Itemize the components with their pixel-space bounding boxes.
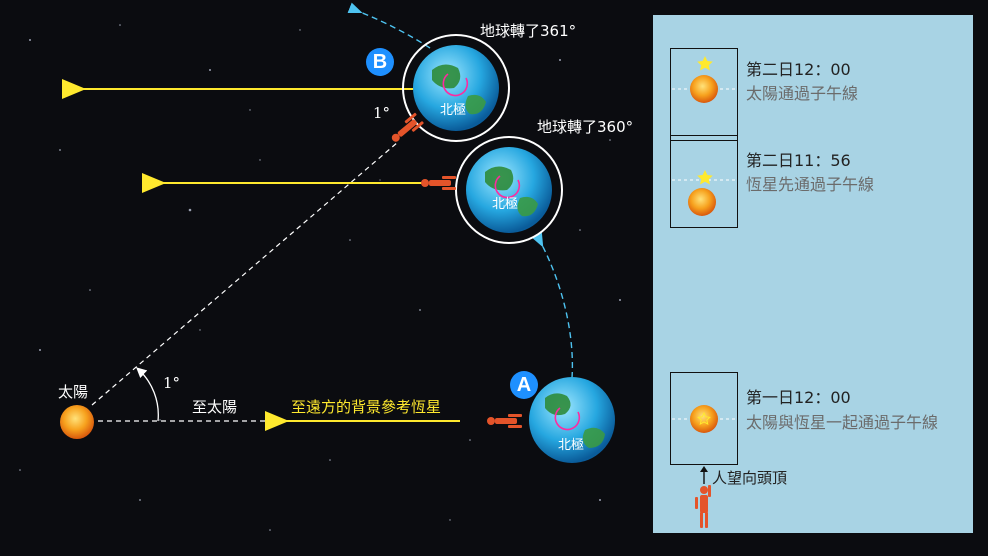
starfield — [19, 24, 621, 531]
person-icon-mid — [421, 176, 456, 190]
north-pole-label-b: 北極 — [440, 103, 467, 118]
earth-a-icon — [529, 377, 615, 463]
angle-label-earth-b: 1° — [373, 104, 391, 122]
meridian-box-day1-1200 — [670, 372, 738, 465]
earth-b-rotation-label: 地球轉了361° — [480, 22, 577, 40]
day2-1156-time: 第二日11：56 — [746, 151, 851, 170]
north-pole-label-a: 北極 — [558, 438, 585, 453]
angle-label-sun: 1° — [163, 374, 181, 392]
sun-to-earth-b-dashed-line — [91, 141, 399, 406]
earth-b-icon — [402, 34, 510, 142]
meridian-box-day2-1200 — [670, 48, 738, 141]
meridian-box-day2-1156 — [670, 135, 738, 228]
person-icon-a — [487, 414, 522, 428]
angle-arc-sun — [136, 367, 159, 422]
north-pole-label-mid: 北極 — [492, 197, 519, 212]
earth-mid-rotation-label: 地球轉了360° — [537, 118, 634, 136]
day2-1200-time: 第二日12：00 — [746, 60, 851, 79]
sun-label: 太陽 — [58, 383, 89, 401]
day1-1200-desc: 太陽與恆星一起通過子午線 — [746, 413, 939, 432]
day2-1156-desc: 恆星先通過子午線 — [746, 175, 875, 194]
earth-mid-icon — [455, 136, 563, 244]
day2-1200-desc: 太陽通過子午線 — [746, 84, 859, 103]
orbit-path-lower — [531, 232, 574, 379]
badge-a: A — [510, 371, 538, 399]
to-star-label: 至遠方的背景參考恆星 — [291, 398, 442, 416]
orbit-path-upper — [347, 2, 431, 49]
sun-icon — [60, 405, 94, 439]
person-look-up-label: 人望向頭頂 — [712, 469, 788, 487]
person-icon-b — [391, 112, 424, 142]
day1-1200-time: 第一日12：00 — [746, 388, 851, 407]
badge-b: B — [366, 48, 394, 76]
to-sun-label: 至太陽 — [192, 398, 238, 416]
